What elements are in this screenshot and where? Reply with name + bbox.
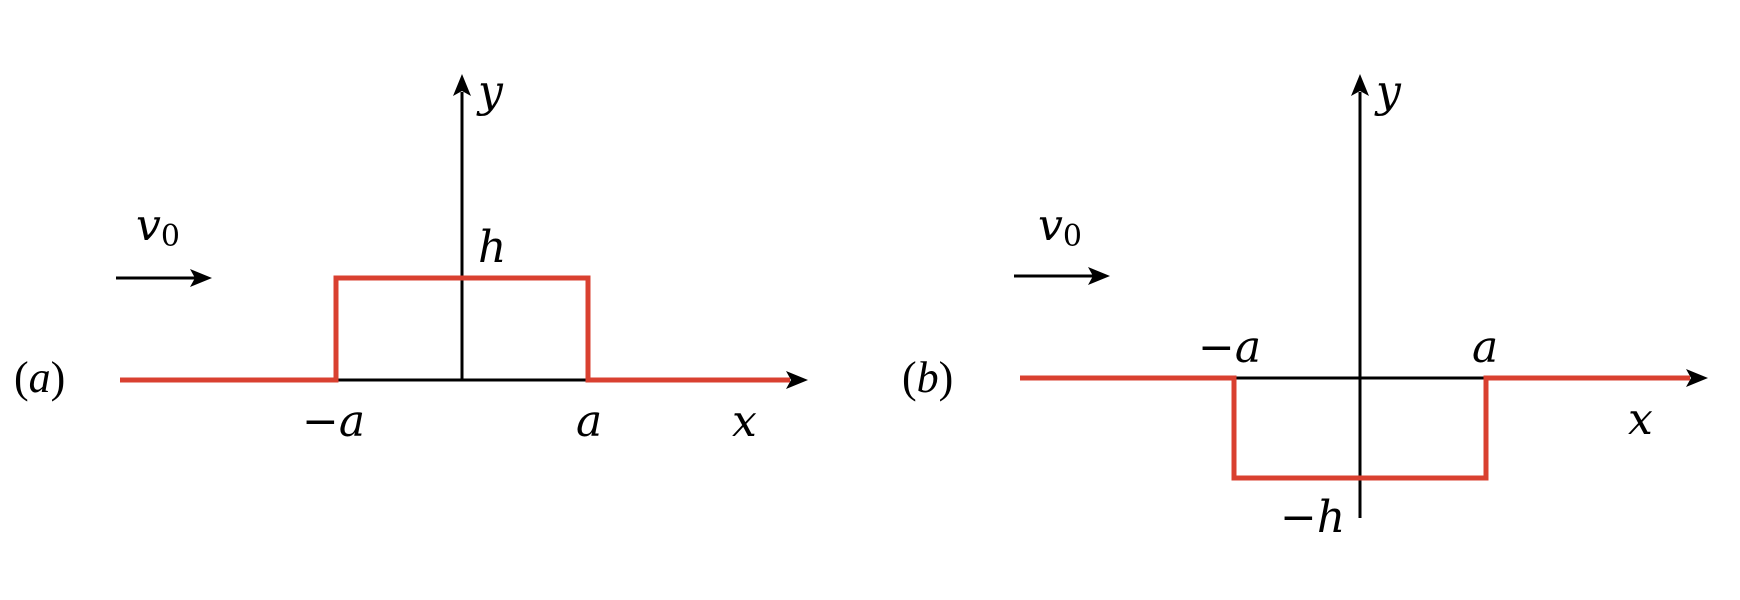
panel-b-velocity-arrow-head xyxy=(1088,267,1110,285)
panel-a-x-axis-label: x xyxy=(732,396,757,447)
panel-b-right-edge-label: a xyxy=(1472,322,1498,373)
panel-a-x-axis-arrow xyxy=(786,371,808,389)
panel-a-tag: (a) xyxy=(14,353,65,402)
panel-b-x-axis-label: x xyxy=(1628,394,1653,445)
panel-b-x-axis-arrow xyxy=(1686,369,1708,387)
panel-a-right-edge-label: a xyxy=(576,396,602,447)
panel-b-y-axis-arrow xyxy=(1351,74,1369,96)
panel-a-velocity-label: v0 xyxy=(136,200,180,254)
panel-b: v0 y −a a −h x (b) xyxy=(902,66,1708,543)
panel-b-y-axis-label: y xyxy=(1374,66,1402,117)
panel-b-well-profile xyxy=(1020,375,1690,481)
panel-b-tag: (b) xyxy=(902,353,953,402)
panel-a-height-label: h xyxy=(478,222,506,273)
panel-a: v0 y h −a a x (a) xyxy=(14,66,808,447)
panel-a-left-edge-label: −a xyxy=(302,396,365,447)
panel-b-velocity-label: v0 xyxy=(1038,200,1082,254)
panel-b-height-label: −h xyxy=(1280,492,1345,543)
panel-b-left-edge-label: −a xyxy=(1198,322,1261,373)
panel-a-velocity-arrow-head xyxy=(190,269,212,287)
panel-a-barrier-profile xyxy=(120,275,790,383)
panel-a-y-axis-label: y xyxy=(476,66,504,117)
panel-a-y-axis-arrow xyxy=(453,74,471,96)
